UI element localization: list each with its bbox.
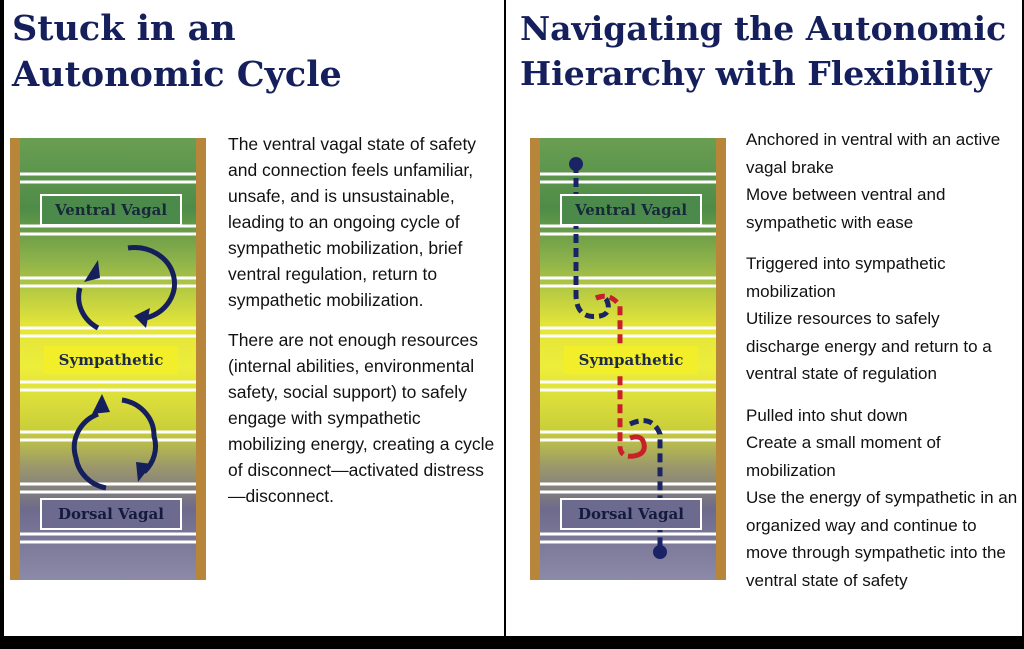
- right-group1-line1: Anchored in ventral with an active vagal…: [746, 130, 1001, 177]
- right-group3-line1: Pulled into shut down: [746, 405, 908, 425]
- right-group-ventral: Anchored in ventral with an active vagal…: [746, 126, 1018, 236]
- lower-arrowhead-2: [136, 462, 152, 482]
- ladder-rail-left: [530, 138, 540, 580]
- right-group3-line2: Create a small moment of mobilization: [746, 433, 941, 480]
- right-group3-line3: Use the energy of sympathetic in an orga…: [746, 488, 1018, 590]
- right-title-line1: Navigating the Autonomic: [520, 9, 1007, 48]
- upper-arrowhead-2: [134, 308, 150, 328]
- left-title-line2: Autonomic Cycle: [12, 54, 342, 95]
- left-title: Stuck in an Autonomic Cycle: [12, 6, 342, 98]
- right-dorsal-vagal-label: Dorsal Vagal: [560, 498, 702, 530]
- right-panel: Navigating the Autonomic Hierarchy with …: [506, 0, 1022, 636]
- lower-cycle-arrows: [71, 397, 159, 491]
- left-ventral-vagal-label: Ventral Vagal: [40, 194, 182, 226]
- path-red-loop: [629, 434, 647, 459]
- right-ventral-vagal-label: Ventral Vagal: [560, 194, 702, 226]
- ladder-rail-right: [716, 138, 726, 580]
- ladder-rungs: [20, 172, 196, 544]
- right-sympathetic-label: Sympathetic: [564, 346, 698, 374]
- ladder-rail-right: [196, 138, 206, 580]
- upper-cycle-arrows: [76, 245, 177, 331]
- path-red-segment-1: [595, 293, 635, 459]
- ladder-rungs: [540, 172, 716, 544]
- left-paragraph-1: The ventral vagal state of safety and co…: [228, 134, 477, 310]
- left-panel: Stuck in an Autonomic Cycle: [4, 0, 504, 636]
- right-group-sympathetic: Triggered into sympathetic mobilization …: [746, 250, 1018, 388]
- left-description: The ventral vagal state of safety and co…: [228, 131, 500, 523]
- right-group-dorsal: Pulled into shut down Create a small mom…: [746, 402, 1018, 595]
- upper-arrowhead-1: [84, 260, 100, 282]
- left-dorsal-vagal-label: Dorsal Vagal: [40, 498, 182, 530]
- lower-arrowhead-1: [92, 394, 110, 414]
- ladder-rail-left: [10, 138, 20, 580]
- left-ladder-diagram: Ventral Vagal Sympathetic Dorsal Vagal: [10, 138, 206, 580]
- right-group1-line2: Move between ventral and sympathetic wit…: [746, 185, 946, 232]
- path-end-dot: [653, 545, 667, 559]
- left-sympathetic-label: Sympathetic: [44, 346, 178, 374]
- right-title: Navigating the Autonomic Hierarchy with …: [520, 6, 1006, 96]
- path-lower-navy: [628, 418, 663, 550]
- left-title-line1: Stuck in an: [12, 8, 236, 49]
- right-group2-line2: Utilize resources to safely discharge en…: [746, 309, 992, 383]
- path-upper-navy: [573, 164, 611, 320]
- right-title-line2: Hierarchy with Flexibility: [520, 54, 992, 93]
- right-group2-line1: Triggered into sympathetic mobilization: [746, 254, 946, 301]
- right-ladder-diagram: Ventral Vagal Sympathetic Dorsal Vagal: [530, 138, 726, 580]
- left-paragraph-2: There are not enough resources (internal…: [228, 330, 495, 506]
- right-description: Anchored in ventral with an active vagal…: [746, 126, 1018, 608]
